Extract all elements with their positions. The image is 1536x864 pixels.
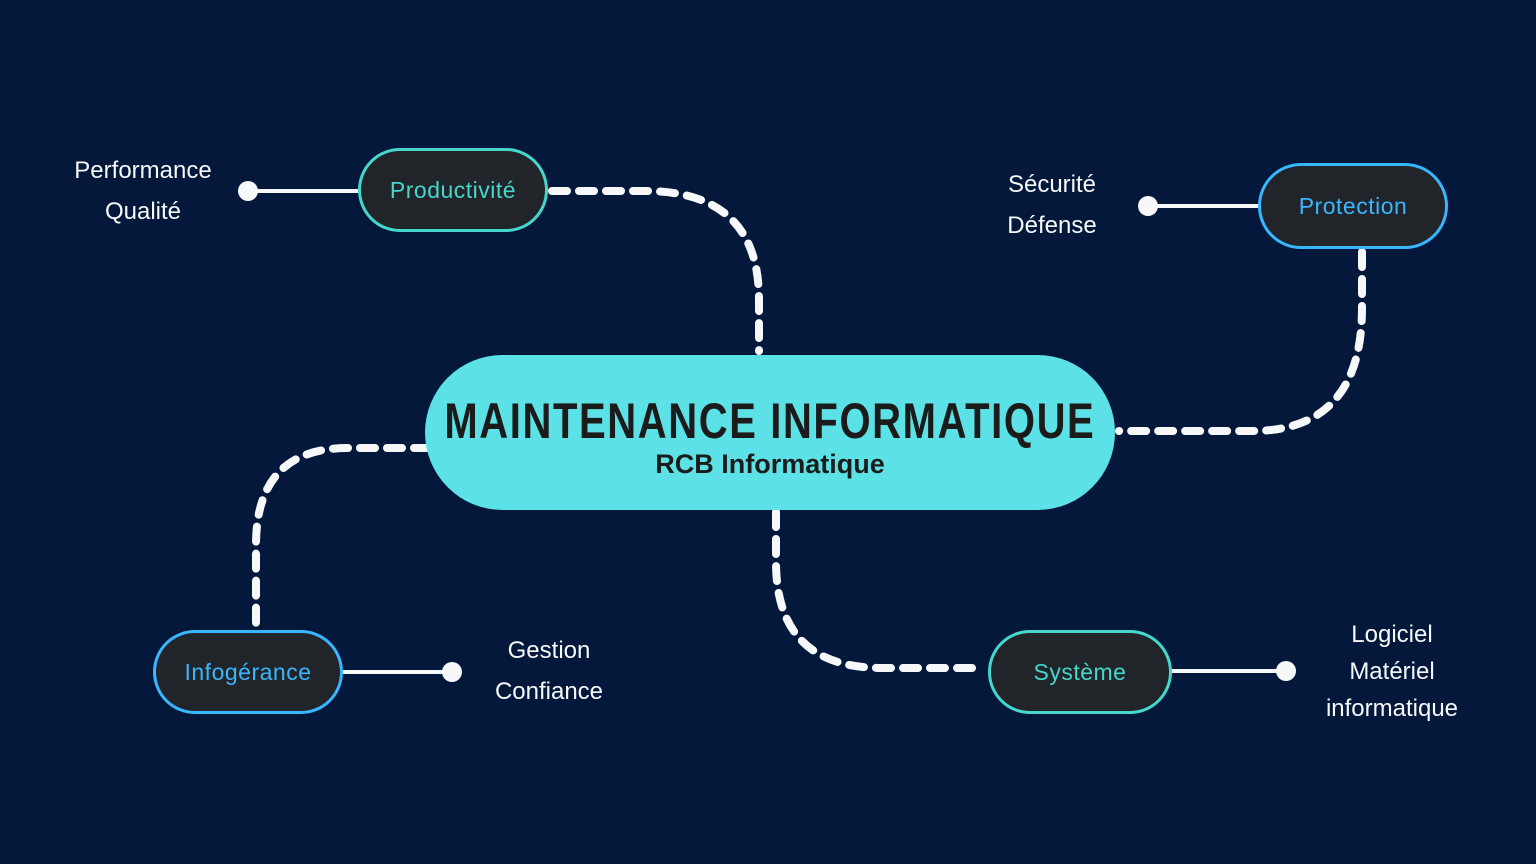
node-productivite-label: Productivité bbox=[389, 176, 517, 203]
keyword-label: Matériel bbox=[1349, 658, 1435, 685]
keyword-label: Défense bbox=[1007, 212, 1097, 239]
dot-productivite-keywords bbox=[238, 181, 258, 201]
keyword-label: Gestion bbox=[507, 637, 591, 664]
connector-protection-center bbox=[1115, 248, 1366, 435]
keyword-label: Sécurité bbox=[1007, 171, 1097, 198]
keywords-productivite: Performance Qualité bbox=[53, 150, 233, 232]
keywords-infogerance: Gestion Confiance bbox=[459, 630, 639, 712]
keyword-label: Confiance bbox=[494, 678, 604, 705]
connector-productivite-center bbox=[548, 187, 763, 355]
central-node[interactable]: MAINTENANCE INFORMATIQUE RCB Informatiqu… bbox=[425, 355, 1115, 510]
connector-center-systeme bbox=[772, 508, 980, 672]
dot-infogerance-keywords bbox=[442, 662, 462, 682]
keyword-label: Logiciel bbox=[1351, 621, 1433, 648]
keyword-label: informatique bbox=[1325, 695, 1459, 722]
dot-protection-keywords bbox=[1138, 196, 1158, 216]
node-protection-label: Protection bbox=[1298, 192, 1408, 219]
node-systeme-label: Système bbox=[1033, 658, 1127, 685]
node-productivite[interactable]: Productivité bbox=[358, 148, 548, 232]
connector-center-infogerance bbox=[252, 444, 433, 628]
keywords-protection: Sécurité Défense bbox=[962, 164, 1142, 246]
node-protection[interactable]: Protection bbox=[1258, 163, 1448, 249]
dot-systeme-keywords bbox=[1276, 661, 1296, 681]
keywords-systeme: Logiciel Matériel informatique bbox=[1297, 616, 1487, 727]
keyword-label: Qualité bbox=[104, 198, 182, 225]
central-title: MAINTENANCE INFORMATIQUE bbox=[444, 392, 1096, 449]
node-systeme[interactable]: Système bbox=[988, 630, 1172, 714]
central-subtitle: RCB Informatique bbox=[655, 448, 885, 479]
node-infogerance[interactable]: Infogérance bbox=[153, 630, 343, 714]
keyword-label: Performance bbox=[74, 157, 212, 184]
node-infogerance-label: Infogérance bbox=[184, 658, 312, 685]
